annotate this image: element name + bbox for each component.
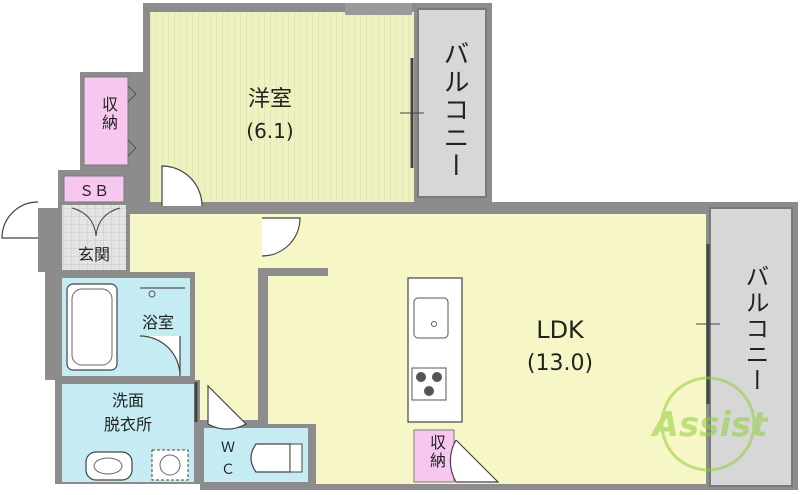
stove-burner-3 — [424, 386, 434, 396]
stove-burner-1 — [416, 372, 426, 382]
bathtub-inner — [71, 288, 113, 366]
kitchen-faucet — [431, 321, 437, 327]
storage-top-door-marks — [127, 85, 137, 157]
shoe-box-label: ＳＢ — [79, 182, 109, 200]
western-room-name: 洋室 — [248, 87, 292, 112]
shower-head — [148, 290, 156, 298]
balcony-top-area — [417, 8, 487, 198]
wc-label-1: Ｗ — [221, 440, 235, 456]
hall-partition — [258, 268, 328, 276]
washing-machine-drum — [159, 454, 181, 476]
kitchen-sink — [413, 297, 449, 339]
washbasin-bowl — [93, 457, 123, 475]
shoe-box-doors — [71, 207, 121, 237]
shoe-box-area — [63, 175, 125, 203]
entrance-area — [62, 205, 126, 270]
bathroom-label: 浴室 — [142, 313, 174, 332]
western-room-notch — [345, 3, 412, 15]
washbasin — [85, 451, 133, 481]
western-room-floor — [150, 12, 414, 202]
wc-door — [207, 384, 247, 430]
storage-top-area — [83, 76, 129, 166]
storage-top-label: 収納 — [99, 96, 118, 132]
hall-door — [261, 217, 301, 257]
wc-label-2: Ｃ — [221, 462, 235, 478]
assist-logo-text: Assist — [650, 405, 770, 445]
ldk-name: LDK — [536, 316, 585, 344]
washroom-label-1: 洗面 — [112, 391, 144, 410]
balcony-top-label: バルコニー — [439, 40, 469, 180]
western-room-door — [161, 165, 203, 207]
ldk-size: (13.0) — [527, 351, 593, 376]
western-room-size: (6.1) — [246, 119, 293, 143]
entrance-door — [1, 201, 39, 239]
bathroom-door — [139, 335, 181, 377]
toilet — [250, 443, 291, 473]
toilet-tank — [289, 443, 303, 473]
washroom-label-2: 脱衣所 — [104, 415, 152, 434]
storage-bottom-door — [449, 439, 500, 483]
stove-burner-2 — [432, 372, 442, 382]
balcony-right-label: バルコニー — [741, 264, 769, 394]
storage-bottom-area — [413, 429, 455, 483]
assist-logo: Assist — [650, 376, 770, 472]
entrance-label: 玄関 — [78, 245, 110, 264]
storage-bottom-label: 収納 — [427, 434, 446, 470]
